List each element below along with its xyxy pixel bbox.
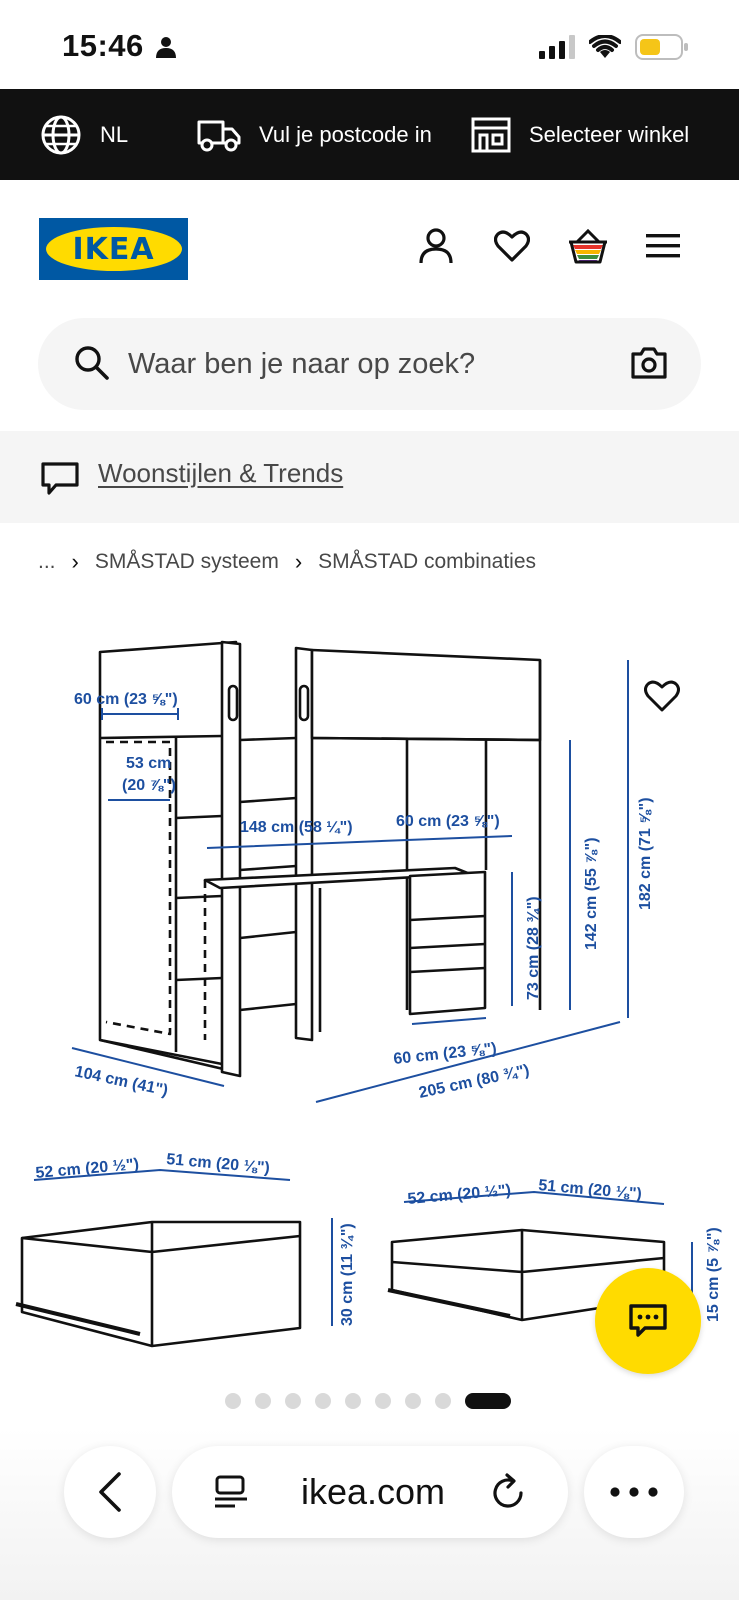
url-text: ikea.com <box>300 1471 446 1512</box>
logo-text: IKEA <box>72 231 155 267</box>
product-favorite-heart-icon[interactable] <box>644 680 684 720</box>
search-input[interactable] <box>128 318 608 410</box>
chat-icon <box>629 1304 667 1337</box>
dim-drawer-unit-width: 60 cm (23 ⅝") <box>396 813 500 830</box>
speech-bubble-icon <box>40 461 80 502</box>
utility-bar: NL Vul je postcode in Selecteer winkel <box>0 89 739 180</box>
store-icon <box>471 117 511 152</box>
carousel-dot[interactable] <box>435 1393 451 1409</box>
dim-bed-height: 142 cm (55 ⅞") <box>583 837 600 950</box>
chevron-right-icon: › <box>71 549 79 574</box>
carousel-dot[interactable] <box>255 1393 271 1409</box>
dim-total-length: 205 cm (80 ¾") <box>417 1062 531 1102</box>
chevron-left-icon <box>99 1472 121 1512</box>
chevron-right-icon: › <box>294 549 303 574</box>
ikea-logo[interactable]: IKEA <box>39 218 188 280</box>
status-bar: 15:46 <box>0 0 739 89</box>
carousel-dot-active[interactable] <box>465 1393 511 1409</box>
battery-icon <box>635 34 689 65</box>
carousel-dot[interactable] <box>225 1393 241 1409</box>
wifi-icon <box>588 34 622 64</box>
account-button[interactable] <box>414 224 458 268</box>
postcode-label: Vul je postcode in <box>259 121 432 147</box>
dim-wardrobe-width: 60 cm (23 ⅝") <box>74 691 178 708</box>
user-icon <box>419 228 453 264</box>
wishlist-button[interactable] <box>490 224 534 268</box>
woonstijlen-link[interactable]: Woonstijlen & Trends <box>98 458 344 488</box>
more-dots-icon <box>610 1487 658 1497</box>
globe-icon <box>41 115 81 154</box>
dim-drawer-small-b: 51 cm (20 ⅛") <box>538 1177 643 1203</box>
postcode-selector[interactable]: Vul je postcode in <box>197 89 432 180</box>
dim-inner-width-in: (20 ⅞") <box>122 777 176 794</box>
store-selector[interactable]: Selecteer winkel <box>471 89 689 180</box>
dim-drawer-large-h: 30 cm (11 ¾") <box>339 1223 356 1326</box>
language-selector[interactable]: NL <box>40 89 128 180</box>
menu-button[interactable] <box>641 224 685 268</box>
breadcrumb-item-combinations[interactable]: SMÅSTAD combinaties <box>318 550 537 573</box>
signal-icon <box>539 35 575 64</box>
store-label: Selecteer winkel <box>529 121 690 147</box>
carousel-dot[interactable] <box>315 1393 331 1409</box>
dim-drawer-small-a: 52 cm (20 ½") <box>407 1182 512 1208</box>
carousel-dot[interactable] <box>345 1393 361 1409</box>
chat-button[interactable] <box>595 1268 701 1374</box>
cart-button[interactable] <box>566 224 610 268</box>
truck-icon <box>197 120 241 151</box>
person-icon <box>155 36 177 63</box>
breadcrumb: ... › SMÅSTAD systeem › SMÅSTAD combinat… <box>38 546 536 578</box>
search-icon[interactable] <box>74 345 110 386</box>
dim-drawer-large-a: 52 cm (20 ½") <box>35 1156 140 1182</box>
reload-icon[interactable] <box>491 1473 527 1511</box>
carousel-indicator <box>225 1393 511 1409</box>
camera-icon[interactable] <box>631 346 667 385</box>
dim-inner-width: 53 cm <box>126 755 171 772</box>
cart-icon <box>569 228 607 264</box>
dim-drawer-large-b: 51 cm (20 ⅛") <box>166 1151 271 1177</box>
dim-drawer-small-h: 15 cm (5 ⅞") <box>705 1227 722 1322</box>
language-label: NL <box>100 121 129 147</box>
page-menu-icon[interactable] <box>213 1475 249 1509</box>
promo-banner: Woonstijlen & Trends <box>0 431 739 523</box>
carousel-dot[interactable] <box>285 1393 301 1409</box>
search-bar[interactable] <box>38 318 701 410</box>
dim-desk-width: 148 cm (58 ¼") <box>240 819 353 836</box>
header: IKEA <box>0 180 739 298</box>
more-button[interactable] <box>584 1446 684 1538</box>
dim-total-height: 182 cm (71 ⅝") <box>637 797 654 910</box>
dim-desk-depth: 60 cm (23 ⅝") <box>393 1040 498 1068</box>
back-button[interactable] <box>64 1446 156 1538</box>
breadcrumb-item-system[interactable]: SMÅSTAD systeem <box>94 550 279 573</box>
product-dimension-drawing[interactable]: 60 cm (23 ⅝") 53 cm (20 ⅞") 148 cm (58 ¼… <box>0 610 739 1370</box>
breadcrumb-ellipsis[interactable]: ... <box>38 550 56 573</box>
carousel-dot[interactable] <box>375 1393 391 1409</box>
carousel-dot[interactable] <box>405 1393 421 1409</box>
browser-toolbar: ikea.com <box>0 1428 739 1600</box>
status-time: 15:46 <box>62 28 144 63</box>
hamburger-icon <box>646 234 680 258</box>
dim-desk-height: 73 cm (28 ¾") <box>525 896 542 1000</box>
heart-icon <box>494 230 530 262</box>
address-bar[interactable]: ikea.com <box>172 1446 568 1538</box>
